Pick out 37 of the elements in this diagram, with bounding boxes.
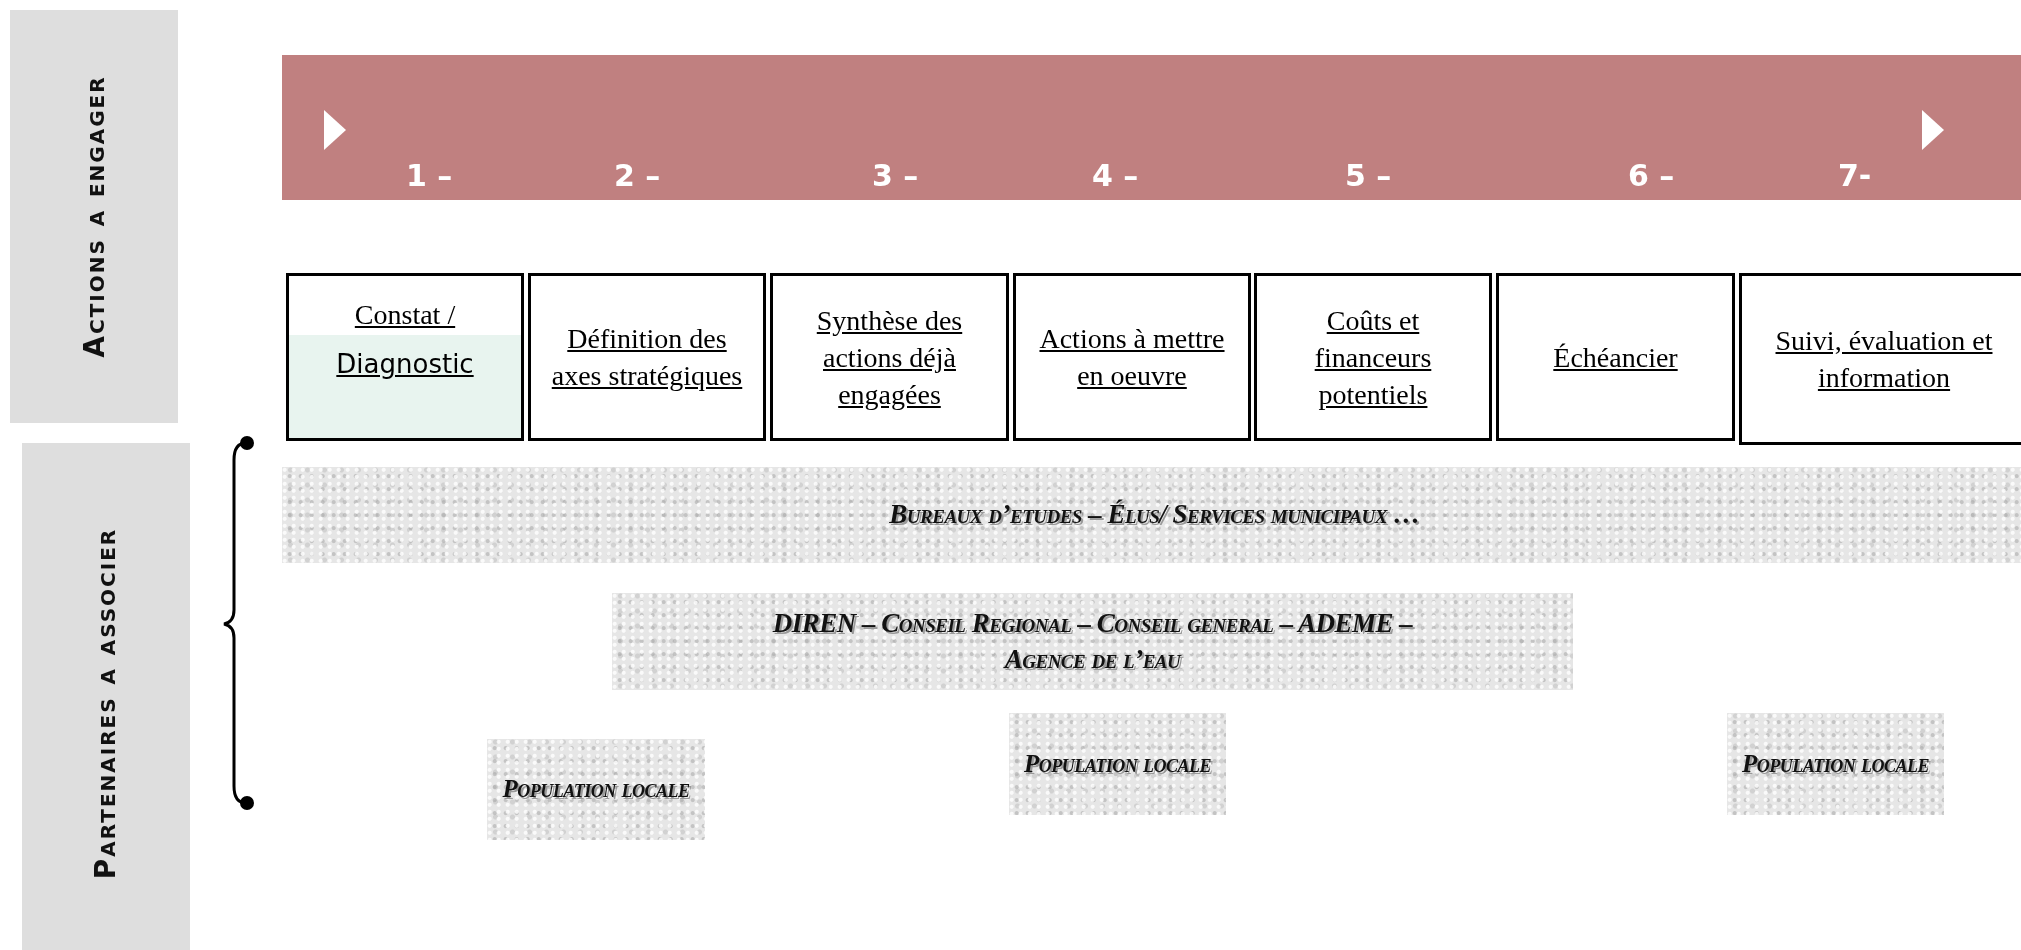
partner-text: Population locale <box>502 774 690 805</box>
step-number: 5 – <box>1345 157 1392 193</box>
step-number: 2 – <box>614 157 661 193</box>
timeline-bar <box>282 55 2021 200</box>
step-title: Échéancier <box>1552 340 1679 375</box>
step-subtitle: Diagnostic <box>336 349 474 379</box>
step-number: 6 – <box>1628 157 1675 193</box>
step-box <box>1013 273 1251 441</box>
side-panel <box>10 10 178 423</box>
step-title: Actions à mettre en oeuvre <box>1038 322 1226 393</box>
step-box <box>286 273 524 441</box>
step-number: 7- <box>1838 157 1872 193</box>
side-heading: Actions a engager <box>77 75 111 358</box>
partner-text: Bureaux d’etudes – Élus/ Services municipaux … <box>889 498 1420 532</box>
partner-band <box>1727 713 1944 815</box>
step-box <box>1739 273 2021 445</box>
side-heading: Partenaires a associer <box>89 527 123 879</box>
partner-text: DIREN – Conseil Regional – Conseil general – ADEME – Agence de l’eau <box>771 607 1414 676</box>
step-box <box>528 273 766 441</box>
step-title: Synthèse des actions déjà engagées <box>815 303 964 412</box>
step-title: Définition des axes stratégiques <box>550 322 744 393</box>
partner-text: Population locale <box>1024 748 1211 779</box>
partner-band <box>1009 713 1226 815</box>
partner-text: Population locale <box>1742 748 1929 779</box>
partner-band <box>487 739 705 840</box>
step-title: Suivi, évaluation et information <box>1774 324 1994 395</box>
step-box <box>770 273 1009 441</box>
side-panel <box>22 443 190 950</box>
step-title: Coûts et financeurs potentiels <box>1313 303 1433 412</box>
step-number: 3 – <box>872 157 919 193</box>
step-number: 4 – <box>1092 157 1139 193</box>
partner-band <box>282 467 2021 563</box>
step-box <box>1496 273 1735 441</box>
partner-band <box>612 593 1573 690</box>
step-box <box>1254 273 1492 441</box>
step-title: Constat / <box>353 298 457 332</box>
step-number: 1 – <box>406 157 453 193</box>
